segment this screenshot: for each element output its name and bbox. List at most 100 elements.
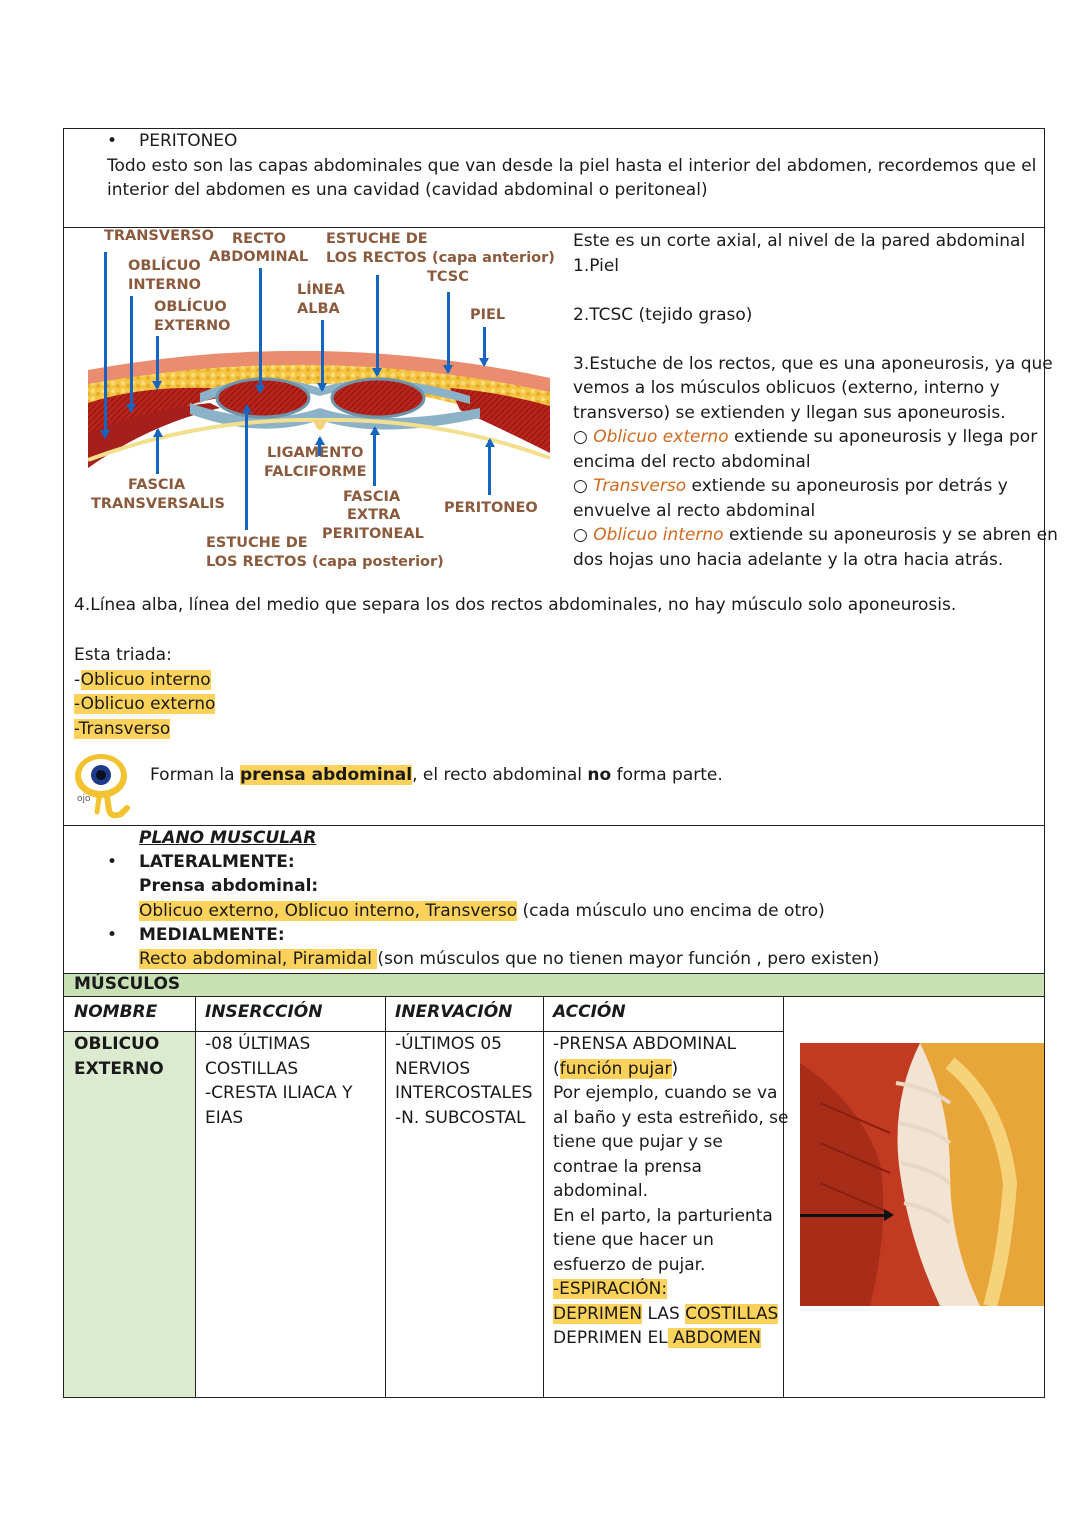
ojo-icon-text: ojo xyxy=(77,794,91,804)
abdominal-wall-diagram xyxy=(80,228,558,576)
header-inervacion: INERVACIÓN xyxy=(395,1002,513,1022)
term-transverso: Transverso xyxy=(593,476,687,496)
pointer-arrow xyxy=(800,1214,890,1217)
label-fascia-e-3: PERITONEAL xyxy=(322,526,424,542)
label-recto-2: ABDOMINAL xyxy=(209,249,309,265)
triada-item: -Oblicuo interno xyxy=(74,669,211,690)
plano-box xyxy=(63,825,1045,1398)
arrow-piel xyxy=(479,327,489,367)
explain-line: encima del recto abdominal xyxy=(573,451,811,472)
arrow-transverso xyxy=(100,252,110,439)
circle-bullet: ○ xyxy=(573,427,594,447)
arrow-obl-ext xyxy=(152,336,162,390)
arrow-recto xyxy=(255,268,265,394)
explanation-block: Este es un corte axial, al nivel de la p… xyxy=(573,229,1058,572)
plano-title: PLANO MUSCULAR xyxy=(139,828,317,848)
plano-medial: MEDIALMENTE: xyxy=(139,925,285,945)
arrow-ligamento xyxy=(318,438,321,456)
explain-line: 3.Estuche de los rectos, que es una apon… xyxy=(573,353,1053,374)
arrow-linea-alba xyxy=(317,320,327,392)
col-divider xyxy=(195,997,196,1398)
explain-line: Este es un corte axial, al nivel de la p… xyxy=(573,231,1026,251)
col-divider xyxy=(783,997,784,1398)
explain-line: transverso) se extienden y llegan sus ap… xyxy=(573,402,1006,423)
arrow-estuche-post xyxy=(245,406,248,530)
label-obl-ext-1: OBLÍCUO xyxy=(154,299,227,315)
arrow-obl-int xyxy=(126,296,136,413)
term-oblicuo-externo: Oblicuo externo xyxy=(593,427,729,447)
label-obl-int-2: INTERNO xyxy=(128,277,201,293)
abdominal-wall-cross-section xyxy=(87,350,551,468)
triada-item: -Oblicuo externo xyxy=(74,694,216,714)
explain-line: 1.Piel xyxy=(573,255,620,276)
name-column-bg xyxy=(64,1032,195,1397)
header-row-bottom xyxy=(63,1031,784,1032)
label-estuche-post-2: LOS RECTOS (capa posterior) xyxy=(206,554,444,570)
label-ligamento-2: FALCIFORME xyxy=(264,464,367,480)
plano-medial-muscles: Recto abdominal, Piramidal (son músculos… xyxy=(139,949,880,969)
label-ligamento-1: LIGAMENTO xyxy=(267,445,364,461)
section-header-musculos xyxy=(64,973,1044,997)
label-linea-1: LÍNEA xyxy=(297,282,345,298)
eye-warning-icon: ojo xyxy=(69,752,135,824)
arrow-fascia-t xyxy=(156,430,159,474)
label-recto-1: RECTO xyxy=(232,231,286,247)
explain-line: vemos a los músculos oblicuos (externo, … xyxy=(573,378,1000,398)
arrow-fascia-e xyxy=(373,428,376,486)
triada-block: Esta triada: -Oblicuo interno -Oblicuo e… xyxy=(74,643,216,741)
label-fascia-e-2: EXTRA xyxy=(347,507,401,523)
explain-line: envuelve al recto abdominal xyxy=(573,500,816,521)
diagram-top-rule xyxy=(75,227,557,228)
oblicuo-externo-illustration xyxy=(800,1043,1044,1308)
label-peritoneo: PERITONEO xyxy=(444,500,538,516)
label-obl-int-1: OBLÍCUO xyxy=(128,258,201,274)
bullet-dot: • xyxy=(107,925,118,945)
muscle-name: OBLICUO EXTERNO xyxy=(74,1034,164,1079)
arrow-tcsc xyxy=(443,292,453,374)
plano-lateral-muscles: Oblicuo externo, Oblicuo interno, Transv… xyxy=(139,901,825,921)
inervacion-cell: -ÚLTIMOS 05 NERVIOS INTERCOSTALES -N. SU… xyxy=(395,1034,533,1128)
explain-line: ○ Transverso extiende su aponeurosis por… xyxy=(573,476,1008,496)
triada-item: -Transverso xyxy=(74,718,171,739)
intro-bullet-title: PERITONEO xyxy=(139,131,238,151)
col-divider xyxy=(543,997,544,1398)
explain-line: 2.TCSC (tejido graso) xyxy=(573,304,753,325)
circle-bullet: ○ xyxy=(573,525,594,545)
label-estuche-ant-2: LOS RECTOS (capa anterior) xyxy=(326,250,555,266)
label-estuche-post-1: ESTUCHE DE xyxy=(206,535,308,551)
col-divider xyxy=(385,997,386,1398)
pointer-arrow-head xyxy=(884,1209,894,1221)
bullet-dot: • xyxy=(107,131,118,151)
insercion-cell: -08 ÚLTIMAS COSTILLAS -CRESTA ILIACA Y E… xyxy=(205,1034,353,1128)
label-obl-ext-2: EXTERNO xyxy=(154,318,231,334)
intro-line-2: interior del abdomen es una cavidad (cav… xyxy=(107,180,708,200)
prensa-abdominal-highlight: prensa abdominal xyxy=(239,765,413,785)
label-piel: PIEL xyxy=(470,307,506,323)
arrow-peritoneo xyxy=(488,440,491,495)
label-fascia-e-1: FASCIA xyxy=(343,489,401,505)
arrow-estuche-ant xyxy=(372,275,382,377)
plano-lateral: LATERALMENTE: xyxy=(139,852,295,872)
intro-line-1: Todo esto son las capas abdominales que … xyxy=(107,156,1037,176)
term-oblicuo-interno: Oblicuo interno xyxy=(593,525,724,545)
accion-cell: -PRENSA ABDOMINAL (función pujar) Por ej… xyxy=(553,1034,789,1348)
label-linea-2: ALBA xyxy=(297,301,340,317)
header-insercion: INSERCCIÓN xyxy=(205,1002,323,1022)
label-fascia-t-1: FASCIA xyxy=(128,477,186,493)
linea-alba-text: 4.Línea alba, línea del medio que separa… xyxy=(74,595,957,615)
header-accion: ACCIÓN xyxy=(553,1002,626,1022)
bullet-dot: • xyxy=(107,852,118,872)
label-transverso: TRANSVERSO xyxy=(104,228,214,244)
circle-bullet: ○ xyxy=(573,476,594,496)
plano-prensa: Prensa abdominal: xyxy=(139,876,319,896)
section-title: MÚSCULOS xyxy=(74,974,181,994)
explain-line: dos hojas uno hacia adelante y la otra h… xyxy=(573,549,1004,570)
ojo-note: Forman la prensa abdominal, el recto abd… xyxy=(150,765,723,785)
label-estuche-ant-1: ESTUCHE DE xyxy=(326,231,428,247)
header-nombre: NOMBRE xyxy=(74,1002,158,1022)
explain-line: ○ Oblicuo externo extiende su aponeurosi… xyxy=(573,427,1038,447)
label-tcsc: TCSC xyxy=(427,269,469,285)
triada-title: Esta triada: xyxy=(74,645,172,665)
explain-line: ○ Oblicuo interno extiende su aponeurosi… xyxy=(573,525,1058,545)
label-fascia-t-2: TRANSVERSALIS xyxy=(91,496,225,512)
